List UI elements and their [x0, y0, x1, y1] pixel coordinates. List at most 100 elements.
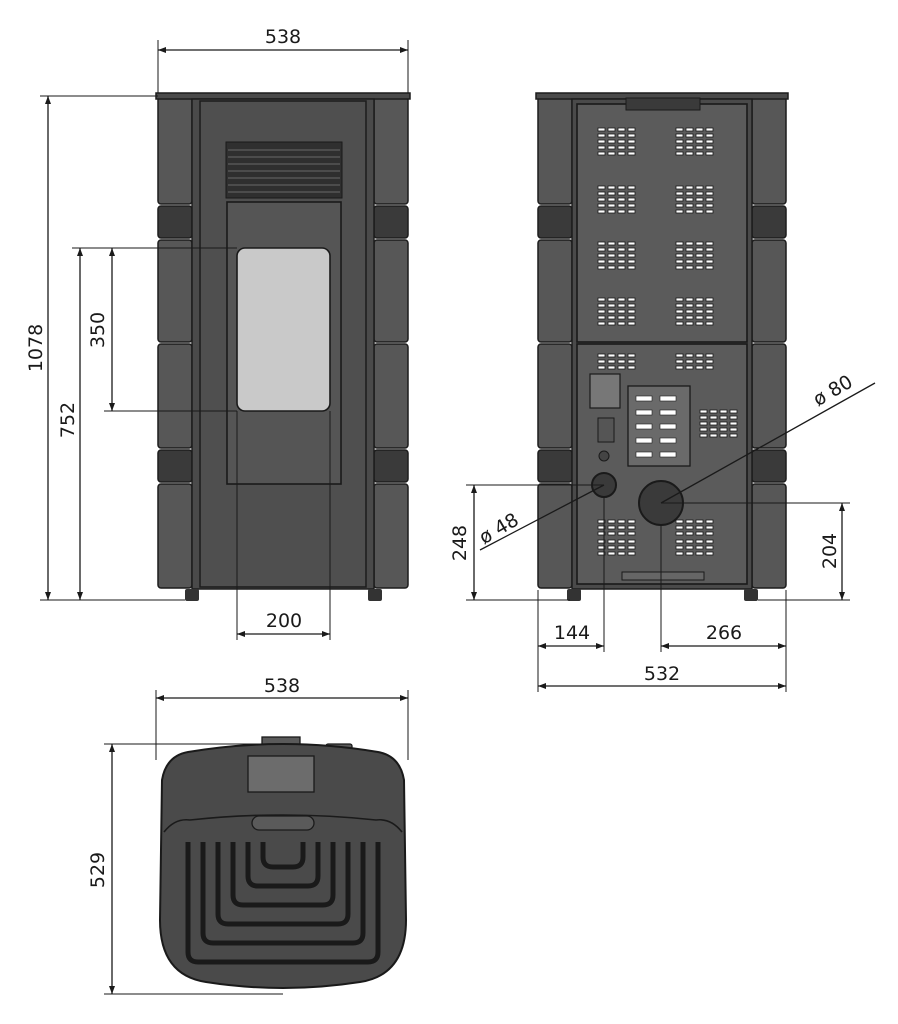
- vent-slot: [699, 427, 708, 432]
- front-view: 538 1078 752 350 200: [25, 26, 411, 640]
- vent-slot: [675, 191, 684, 196]
- vent-slot: [675, 315, 684, 320]
- vent-slot: [695, 309, 704, 314]
- vent-slot: [617, 185, 626, 190]
- vent-slot: [695, 545, 704, 550]
- vent-slot: [627, 151, 636, 156]
- vent-slot: [607, 321, 616, 326]
- front-grille-slats: [228, 149, 340, 193]
- vent-slot: [709, 427, 718, 432]
- vent-slot: [617, 151, 626, 156]
- vent-slot: [607, 309, 616, 314]
- vent-slot: [597, 209, 606, 214]
- vent-slot: [597, 531, 606, 536]
- vent-slot: [685, 139, 694, 144]
- vent-slot: [695, 353, 704, 358]
- vent-slot: [685, 315, 694, 320]
- vent-slot: [695, 525, 704, 530]
- vent-slot: [617, 365, 626, 370]
- vent-slot: [627, 303, 636, 308]
- rear-electrical-box: [589, 373, 621, 409]
- vent-slot: [705, 127, 714, 132]
- rear-lower-vents: [597, 353, 738, 556]
- vent-slot: [627, 209, 636, 214]
- top-concentric-grille: [185, 842, 381, 965]
- vent-slot: [597, 145, 606, 150]
- vent-slot: [675, 265, 684, 270]
- vent-slot: [627, 539, 636, 544]
- vent-slot: [627, 545, 636, 550]
- vent-slot: [607, 539, 616, 544]
- vent-slot: [675, 185, 684, 190]
- vent-slot: [675, 133, 684, 138]
- vent-slot: [607, 545, 616, 550]
- vent-slot: [675, 241, 684, 246]
- vent-slot: [705, 191, 714, 196]
- front-height-label: 1078: [25, 324, 47, 372]
- vent-slot: [685, 539, 694, 544]
- front-window-glass: [236, 247, 331, 412]
- rear-bottom-bracket: [621, 571, 705, 581]
- vent-slot: [695, 209, 704, 214]
- vent-slot: [675, 519, 684, 524]
- vent-slot: [597, 297, 606, 302]
- vent-slot: [627, 525, 636, 530]
- vent-slot: [597, 545, 606, 550]
- vent-slot: [597, 359, 606, 364]
- vent-slot: [617, 203, 626, 208]
- vent-slot: [597, 241, 606, 246]
- vent-slot: [685, 519, 694, 524]
- vent-slot: [695, 241, 704, 246]
- grille-ring: [200, 842, 366, 946]
- vent-slot: [617, 253, 626, 258]
- vent-slot: [627, 353, 636, 358]
- vent-slot: [685, 151, 694, 156]
- vent-slot: [597, 185, 606, 190]
- vent-slot: [685, 133, 694, 138]
- vent-slot: [705, 525, 714, 530]
- vent-slot: [685, 297, 694, 302]
- vent-slot: [617, 209, 626, 214]
- vent-slot: [627, 203, 636, 208]
- rear-small-knob: [598, 450, 610, 462]
- vent-slot: [617, 531, 626, 536]
- vent-slot: [685, 359, 694, 364]
- vent-slot: [607, 265, 616, 270]
- vent-slot: [617, 303, 626, 308]
- vent-slot: [709, 421, 718, 426]
- vent-slot: [705, 139, 714, 144]
- vent-slot: [617, 127, 626, 132]
- rear-pipe-large-offset-label: 266: [706, 622, 742, 644]
- front-left-tiles: [157, 96, 193, 589]
- vent-slot: [617, 297, 626, 302]
- vent-slot: [627, 133, 636, 138]
- vent-slot: [597, 247, 606, 252]
- vent-slot: [705, 359, 714, 364]
- vent-slot: [675, 365, 684, 370]
- vent-slot: [627, 531, 636, 536]
- vent-slot: [607, 519, 616, 524]
- vent-slot: [705, 209, 714, 214]
- vent-slot: [597, 191, 606, 196]
- rear-pipe-large-diameter-label: ø 80: [809, 371, 856, 411]
- vent-slot: [675, 539, 684, 544]
- rear-pipe-large-height-label: 204: [819, 533, 841, 569]
- rear-switch: [597, 417, 615, 443]
- vent-slot: [607, 185, 616, 190]
- vent-slot: [719, 415, 728, 420]
- rear-upper-vents: [597, 127, 714, 326]
- vent-slot: [597, 315, 606, 320]
- vent-slot: [719, 421, 728, 426]
- top-lid-edge: [163, 814, 403, 833]
- rear-air-grille-slots: [635, 395, 677, 458]
- vent-slot: [675, 253, 684, 258]
- vent-slot: [627, 197, 636, 202]
- vent-slot: [597, 539, 606, 544]
- rear-feet: [567, 589, 758, 601]
- vent-slot: [695, 551, 704, 556]
- vent-slot: [675, 303, 684, 308]
- vent-slot: [627, 241, 636, 246]
- vent-slot: [597, 365, 606, 370]
- vent-slot: [705, 203, 714, 208]
